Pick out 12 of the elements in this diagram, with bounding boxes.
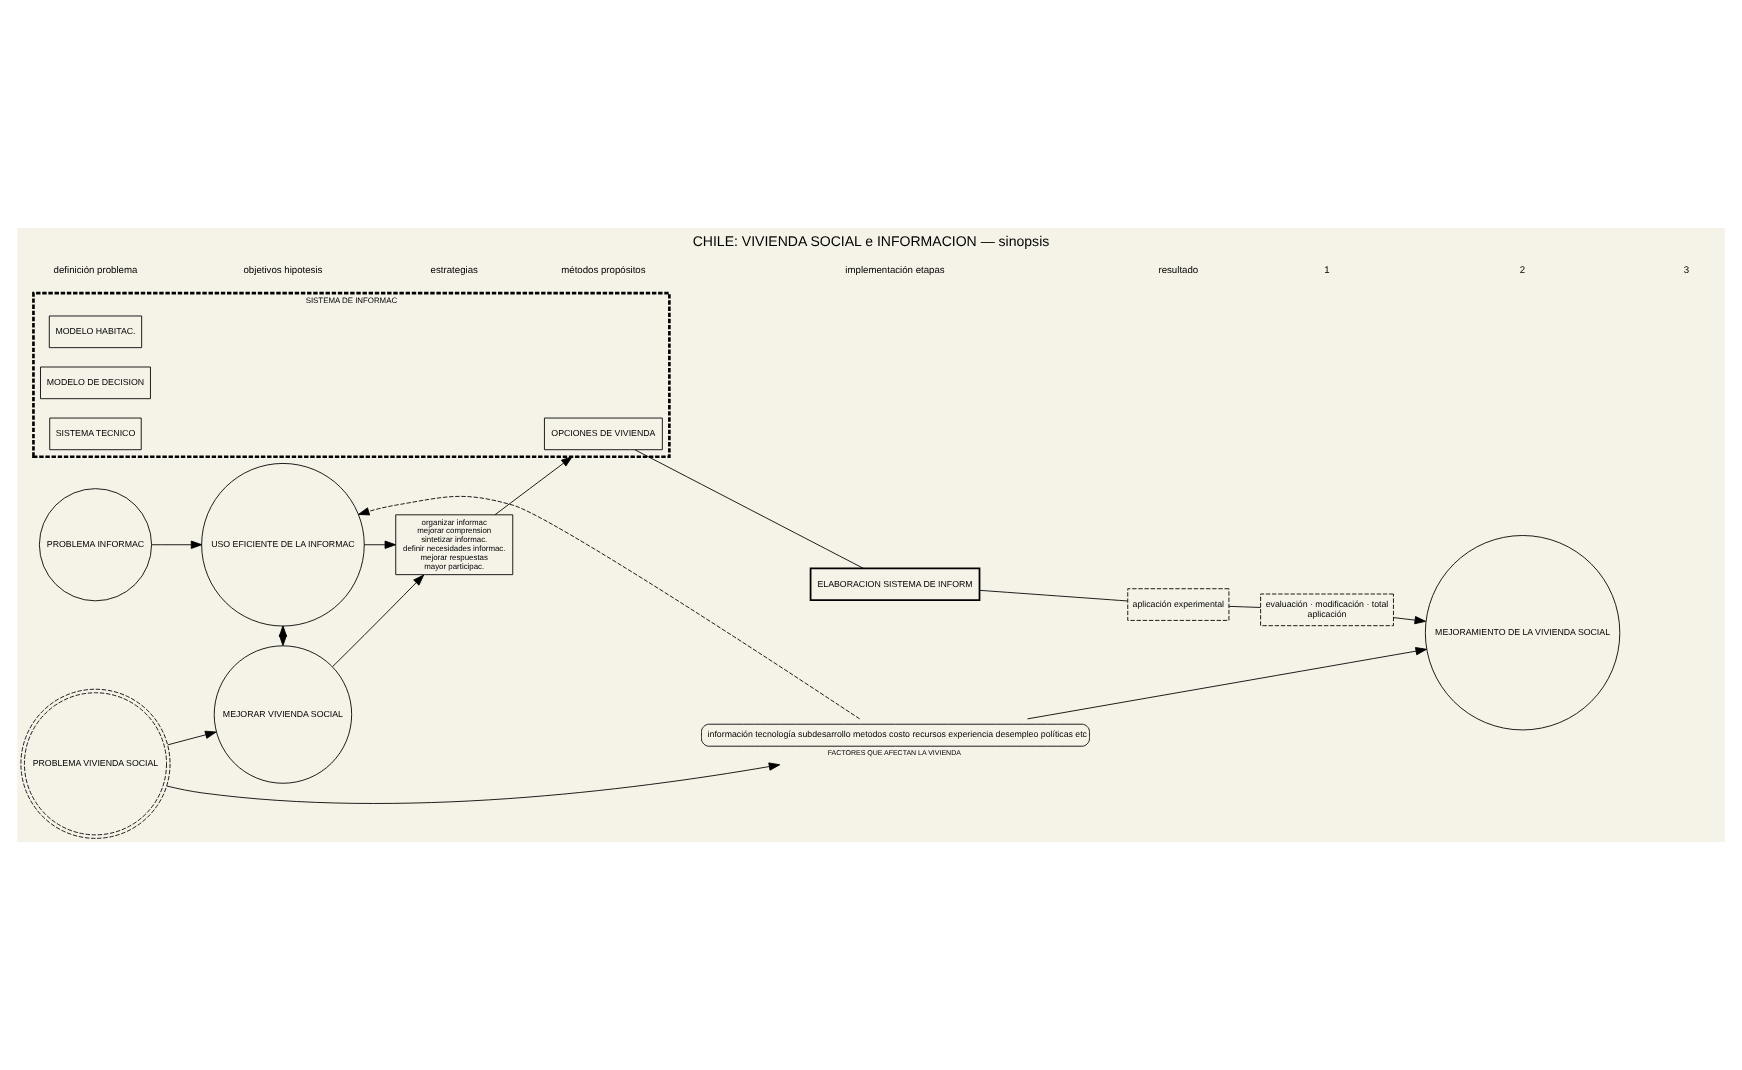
connector bbox=[634, 449, 864, 569]
arrow bbox=[167, 730, 217, 746]
arrow bbox=[494, 456, 573, 516]
arrow bbox=[363, 540, 397, 549]
arrow bbox=[358, 495, 861, 720]
arrow bbox=[332, 574, 425, 667]
arrow bbox=[166, 762, 781, 804]
arrow bbox=[1027, 647, 1427, 720]
arrow bbox=[151, 540, 203, 549]
arrow bbox=[1393, 616, 1426, 625]
connector bbox=[1228, 605, 1261, 608]
connector bbox=[979, 589, 1128, 602]
